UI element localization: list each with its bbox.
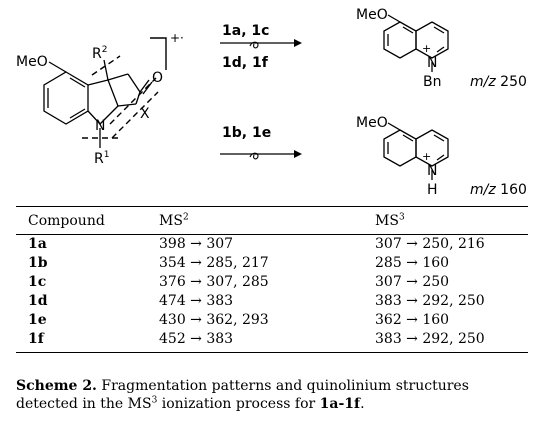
bottom-product-hydrogen: H (427, 182, 438, 198)
cell-ms2: 430 → 362, 293 (159, 312, 269, 328)
cell-ms3: 307 → 250 (375, 274, 450, 290)
reaction-scheme: MeO R2 O X N R1 +· 1a, 1c 1d, 1f MeO + N… (16, 7, 527, 198)
cell-compound: 1c (28, 274, 47, 290)
caption-label: Scheme 2. (16, 378, 97, 394)
header-ms2: MS2 (147, 206, 363, 235)
fragmentation-table: Compound MS2 MS3 1a 398 → 307 307 → 250,… (16, 206, 528, 353)
bottom-mz-label: m/z 160 (470, 182, 527, 198)
caption-text-2: ionization process for (157, 396, 320, 412)
cell-ms2: 398 → 307 (159, 236, 234, 252)
bottom-reagents-above: 1b, 1e (222, 125, 271, 141)
caption-text-1: Fragmentation patterns and quinolinium s… (16, 378, 469, 412)
radical-cation-label: +· (170, 31, 184, 45)
table-row: 1b 354 → 285, 217 285 → 160 (16, 254, 528, 273)
substrate-methoxy: MeO (16, 54, 48, 70)
cell-ms3: 285 → 160 (375, 255, 450, 271)
bottom-product-structure (383, 122, 449, 180)
bottom-product-nitrogen: N (427, 163, 437, 179)
cell-compound: 1a (28, 236, 47, 252)
cell-ms2: 474 → 383 (159, 293, 234, 309)
substrate-x-group: X (140, 106, 150, 122)
caption-range: 1a-1f (319, 396, 361, 412)
bottom-arrowhead (294, 150, 302, 158)
top-product-benzyl: Bn (423, 74, 441, 90)
top-product-nitrogen: N (427, 55, 437, 71)
top-arrowhead (294, 39, 302, 47)
table-row: 1d 474 → 383 383 → 292, 250 (16, 292, 528, 311)
cleavage-lines (82, 55, 159, 139)
bottom-loop-icon (249, 152, 259, 160)
header-ms3: MS3 (363, 206, 528, 235)
cell-ms2: 376 → 307, 285 (159, 274, 269, 290)
table-row: 1f 452 → 383 383 → 292, 250 (16, 330, 528, 353)
top-mz-label: m/z 250 (470, 74, 527, 90)
substrate-r1: R1 (94, 150, 109, 167)
top-reagents-below: 1d, 1f (222, 55, 269, 71)
top-product-methoxy: MeO (356, 7, 388, 23)
bottom-product-methoxy: MeO (356, 115, 388, 131)
bottom-product-charge: + (422, 150, 431, 163)
cell-ms3: 383 → 292, 250 (375, 293, 485, 309)
scheme-caption: Scheme 2. Fragmentation patterns and qui… (16, 377, 531, 413)
top-reagents-above: 1a, 1c (222, 23, 269, 39)
cell-ms3: 383 → 292, 250 (363, 330, 528, 353)
cell-compound: 1e (28, 312, 47, 328)
radical-cation-bracket (150, 37, 167, 70)
cell-compound: 1b (28, 255, 48, 271)
top-product-charge: + (422, 42, 431, 55)
top-product-structure (383, 14, 449, 72)
table-row: 1c 376 → 307, 285 307 → 250 (16, 273, 528, 292)
cell-ms3: 362 → 160 (375, 312, 450, 328)
table-header-row: Compound MS2 MS3 (16, 206, 528, 235)
cell-ms3: 307 → 250, 216 (375, 236, 485, 252)
cell-ms2: 452 → 383 (147, 330, 363, 353)
substrate-nitrogen: N (95, 118, 105, 134)
top-loop-icon (249, 41, 259, 49)
caption-end: . (360, 396, 365, 412)
cell-compound: 1f (16, 330, 147, 353)
caption-sup: 3 (151, 395, 158, 406)
cell-ms2: 354 → 285, 217 (159, 255, 269, 271)
substrate-r2: R2 (92, 45, 107, 62)
table-row: 1e 430 → 362, 293 362 → 160 (16, 311, 528, 330)
table-row: 1a 398 → 307 307 → 250, 216 (16, 235, 528, 255)
header-compound: Compound (16, 206, 147, 235)
substrate-structure (43, 59, 153, 148)
substrate-oxygen: O (152, 70, 163, 86)
cell-compound: 1d (28, 293, 48, 309)
